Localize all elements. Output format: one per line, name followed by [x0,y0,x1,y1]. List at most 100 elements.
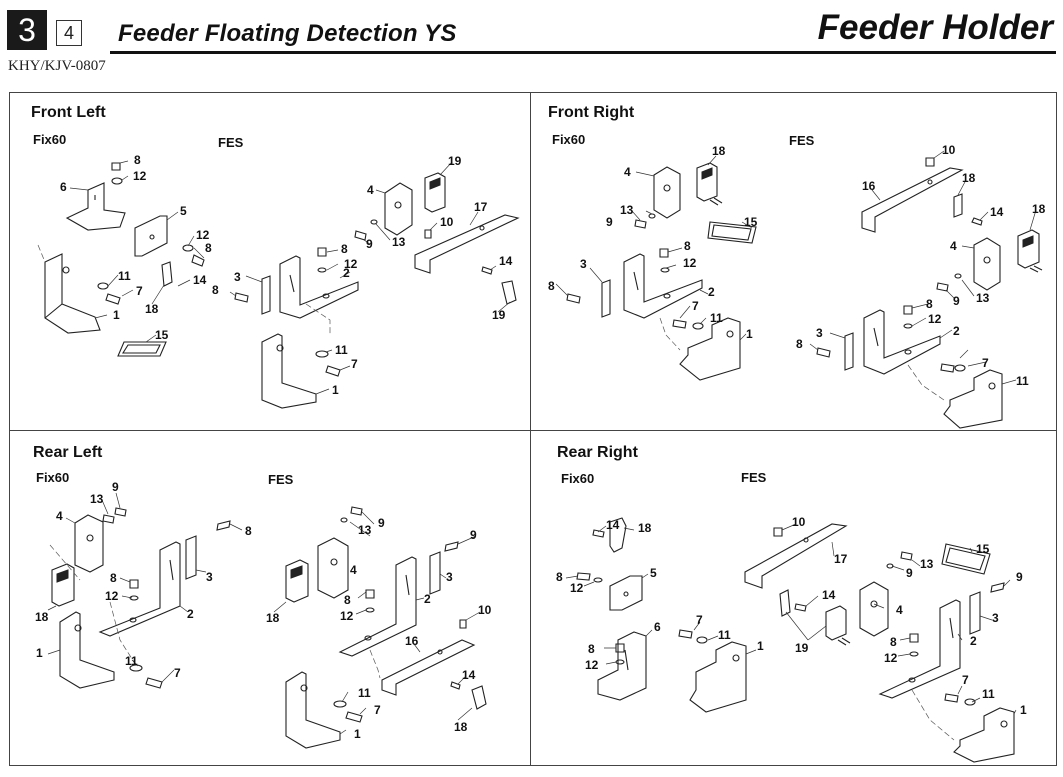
part-callout-q0-8: 14 [193,273,207,287]
part-callout-q3-19: 4 [896,603,903,617]
quadrant-title-front-left: Front Left [31,104,106,121]
part-callout-q3-2: 8 [556,570,563,584]
label-fes-rear-left: FES [268,472,294,487]
part-callout-q2-13: 13 [358,523,372,537]
part-callout-q0-23: 14 [499,254,513,268]
part-callout-q0-20: 3 [234,270,241,284]
part-callout-q0-18: 8 [341,242,348,256]
section-title: Feeder Floating Detection YS [118,20,457,47]
part-callout-q1-23: 3 [816,326,823,340]
part-callout-q3-3: 12 [570,581,584,595]
drawing-front-left [37,160,520,409]
part-callout-q1-11: 11 [710,311,723,325]
part-callout-q3-17: 9 [1016,570,1023,584]
drawing-front-right [555,150,1043,429]
part-callout-q1-21: 13 [976,291,990,305]
part-callout-q1-7: 3 [580,257,587,271]
part-callout-q1-13: 10 [942,143,956,157]
part-callout-q3-5: 8 [588,642,595,656]
part-callout-q3-15: 9 [906,566,913,580]
part-callout-q2-21: 10 [478,603,492,617]
chapter-number: 3 [7,10,47,50]
part-callout-q2-18: 12 [340,609,354,623]
part-callout-q3-24: 7 [962,673,969,687]
part-callout-q2-1: 13 [90,492,104,506]
part-callout-q1-10: 7 [692,299,699,313]
part-callout-q2-3: 8 [245,524,252,538]
part-callout-q1-2: 13 [620,203,634,217]
part-callout-q2-20: 2 [424,592,431,606]
part-callout-q1-20: 9 [953,294,960,308]
part-callout-q2-19: 18 [266,611,280,625]
part-callout-q3-14: 14 [822,588,836,602]
part-callout-q2-22: 16 [405,634,419,648]
part-callout-q1-26: 7 [982,356,989,370]
part-callout-q3-6: 12 [585,658,599,672]
part-callout-q1-4: 15 [744,215,758,229]
part-callout-q0-21: 8 [212,283,219,297]
doc-code: KHY/KJV-0807 [8,58,106,74]
part-callout-q2-9: 1 [36,646,43,660]
part-callout-q3-1: 18 [638,521,652,535]
part-callout-q1-0: 18 [712,144,726,158]
part-callout-q2-10: 11 [125,654,138,668]
part-callout-q1-22: 12 [928,312,942,326]
label-fes-front-left: FES [218,135,244,150]
part-callout-q0-13: 19 [448,154,462,168]
part-callout-q0-6: 11 [118,269,131,283]
part-callout-q2-2: 4 [56,509,63,523]
book-title: Feeder Holder [817,8,1053,47]
part-callout-q1-3: 9 [606,215,613,229]
part-callout-q3-0: 14 [606,518,620,532]
part-callout-q3-16: 13 [920,557,934,571]
part-callout-q2-23: 14 [462,668,476,682]
part-callout-q2-6: 12 [105,589,119,603]
part-callout-q0-27: 1 [332,383,339,397]
part-callout-q3-12: 17 [834,552,848,566]
part-callout-q0-10: 18 [145,302,159,316]
part-callout-q2-24: 11 [358,686,371,700]
label-fix60-front-left: Fix60 [33,132,67,147]
part-callout-q0-22: 2 [343,266,350,280]
part-callout-q0-4: 12 [196,228,210,242]
part-callout-q1-18: 4 [950,239,957,253]
diagram-frame [9,92,1057,766]
part-callout-q1-19: 8 [926,297,933,311]
section-number: 4 [56,20,82,46]
part-callout-q1-6: 12 [683,256,697,270]
part-callout-q1-1: 4 [624,165,631,179]
part-callout-q1-9: 2 [708,285,715,299]
part-callout-q3-25: 11 [982,687,995,701]
part-callout-q3-20: 3 [992,611,999,625]
part-callout-q1-25: 2 [953,324,960,338]
part-callout-q2-25: 7 [374,703,381,717]
part-callout-q3-11: 10 [792,515,806,529]
part-callout-q0-9: 1 [113,308,120,322]
part-callout-q3-10: 1 [757,639,764,653]
quadrant-title-rear-right: Rear Right [557,444,638,461]
part-callout-q2-0: 9 [112,480,119,494]
part-callout-q0-24: 19 [492,308,506,322]
part-callout-q0-16: 9 [366,237,373,251]
part-callout-q2-8: 18 [35,610,49,624]
label-fix60-rear-left: Fix60 [36,470,70,485]
drawing-rear-right [565,517,1017,763]
part-callout-q3-22: 12 [884,651,898,665]
part-callout-q1-17: 18 [1032,202,1046,216]
part-callout-q1-8: 8 [548,279,555,293]
part-callout-q1-5: 8 [684,239,691,253]
part-callout-q1-27: 11 [1016,374,1029,388]
part-callout-q2-12: 9 [378,516,385,530]
part-callout-q3-7: 6 [654,620,661,634]
part-callout-q1-24: 8 [796,337,803,351]
part-callout-q0-15: 17 [474,200,488,214]
frame-divider-vertical [530,92,531,766]
part-callout-q1-16: 14 [990,205,1004,219]
part-callout-q1-15: 18 [962,171,976,185]
part-callout-q0-26: 7 [351,357,358,371]
part-callout-q0-17: 13 [392,235,406,249]
part-callout-q3-13: 15 [976,542,990,556]
label-fes-front-right: FES [789,133,815,148]
